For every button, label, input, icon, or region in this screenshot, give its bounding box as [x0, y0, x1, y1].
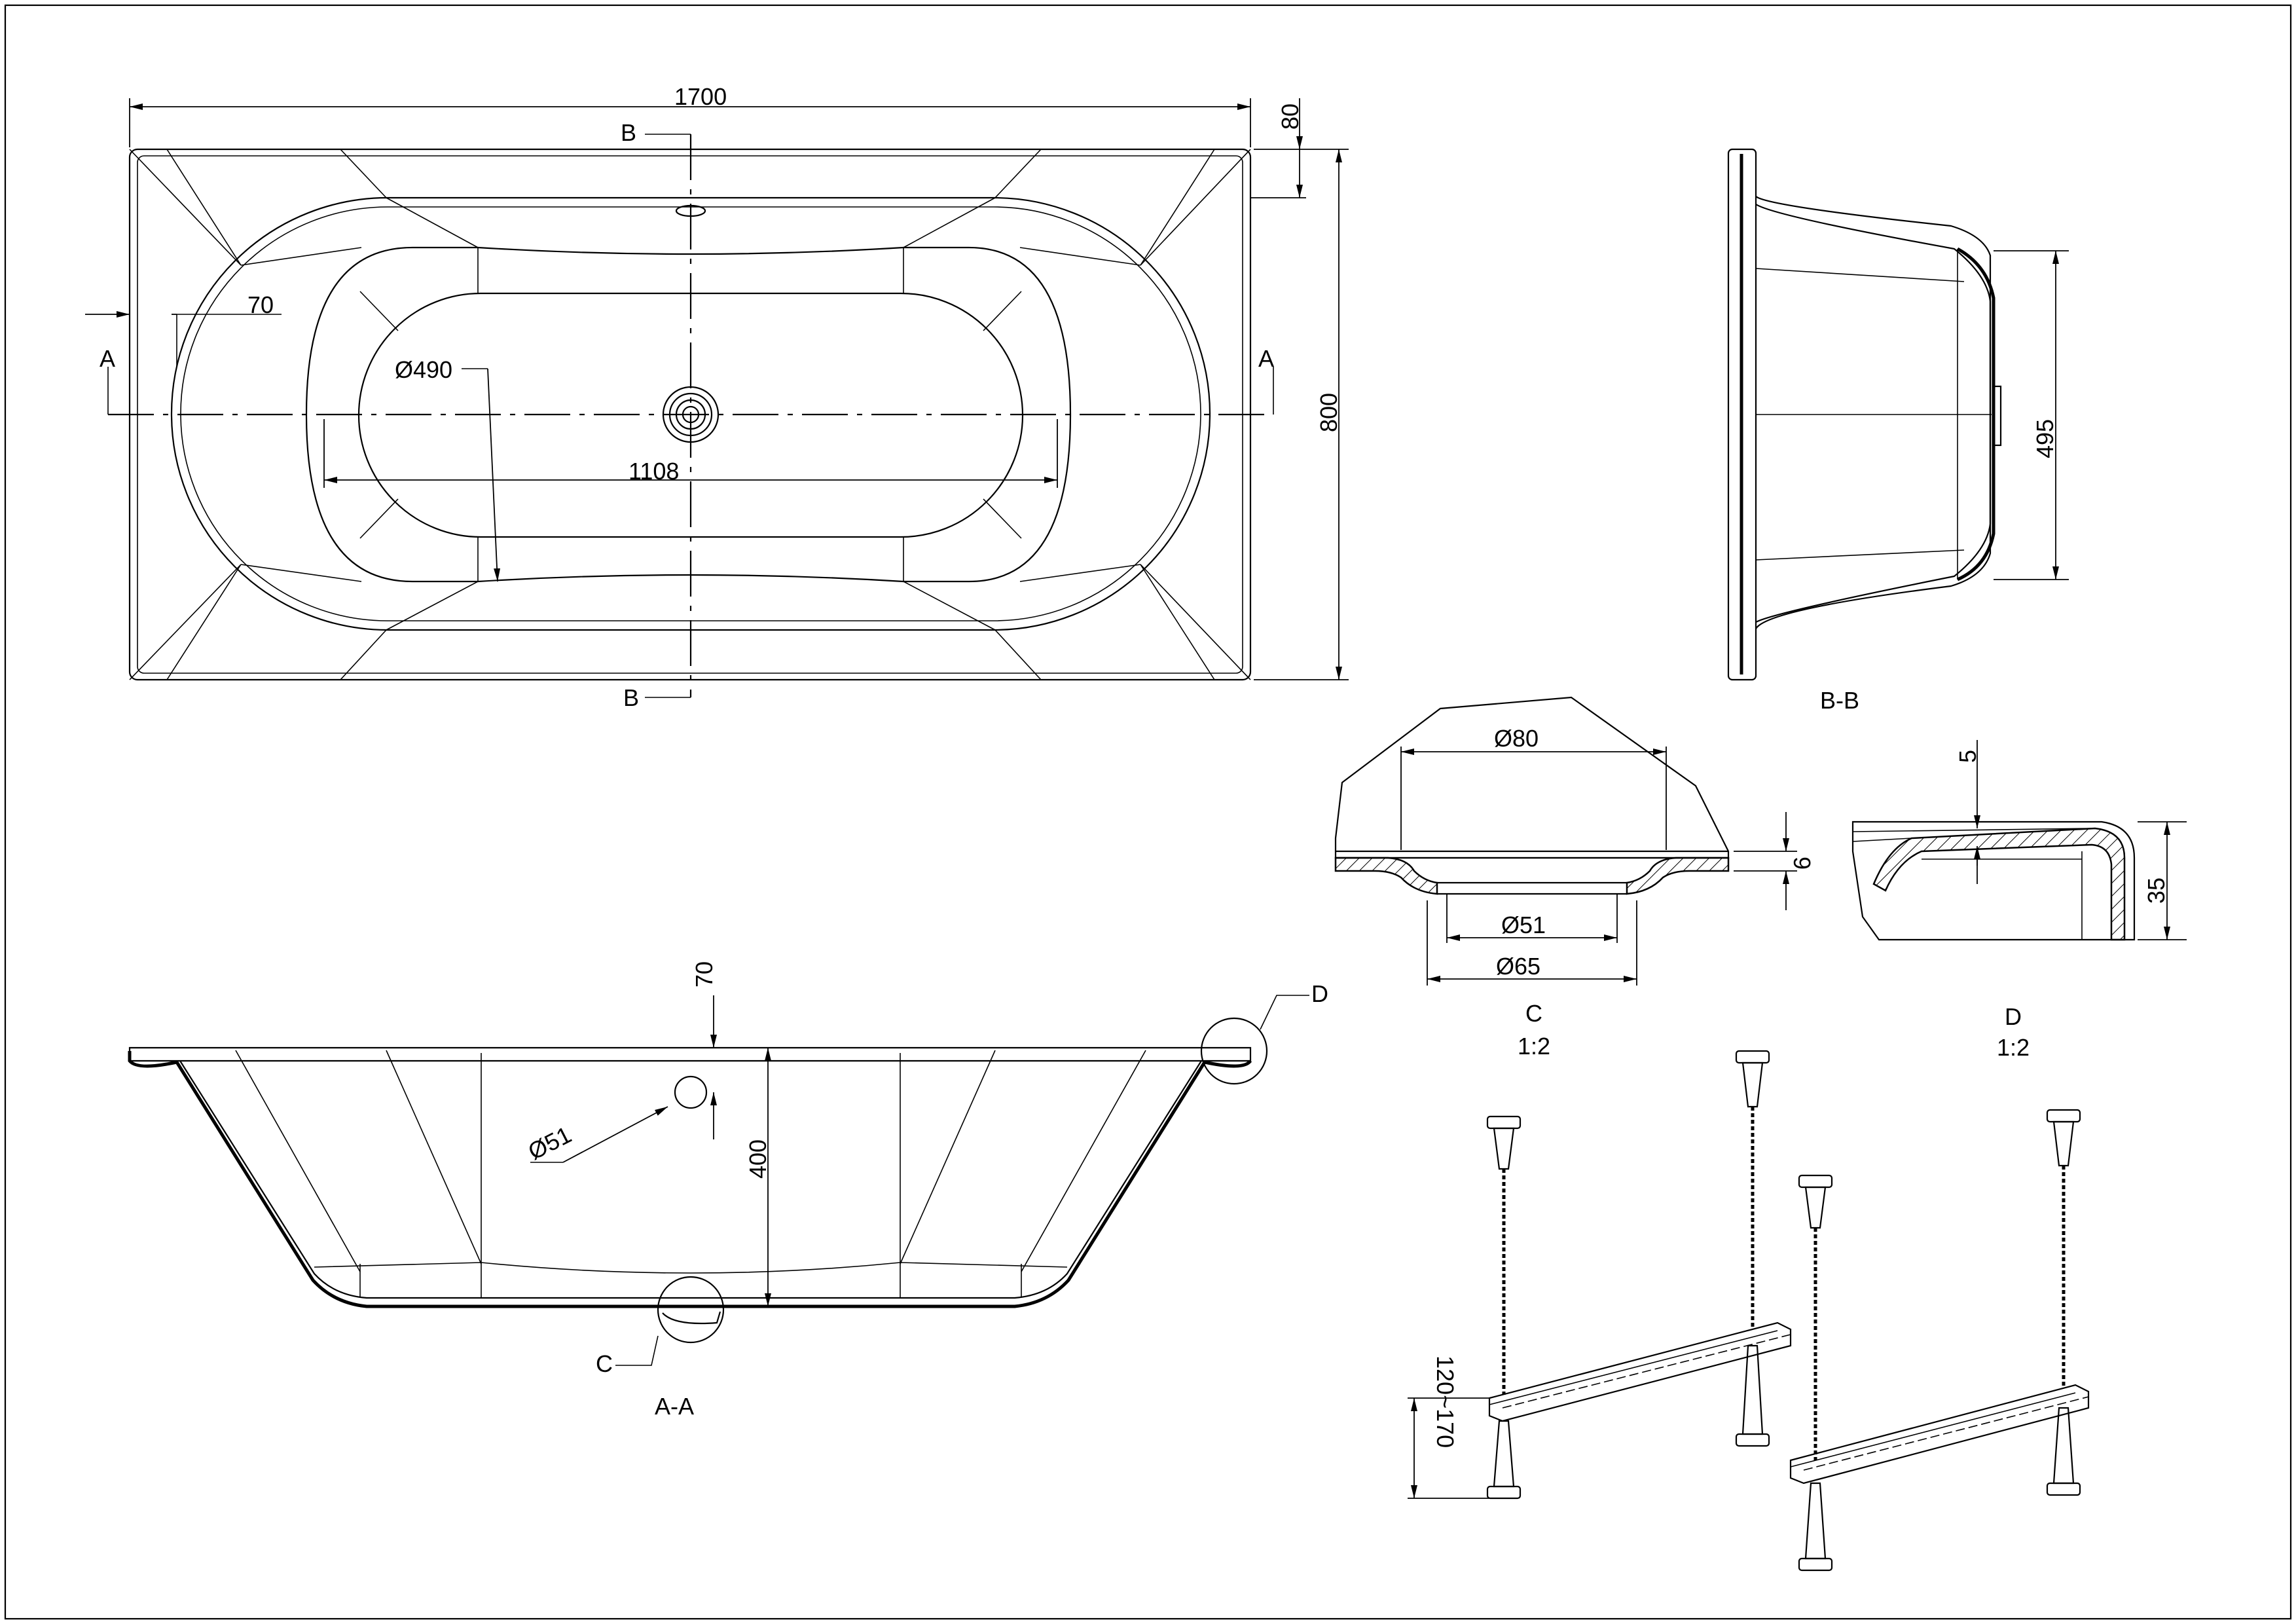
detail-d-scale: 1:2: [1997, 1034, 2030, 1061]
section-aa: Ø51 70 400 C D A-A: [128, 961, 1328, 1420]
callout-c: C: [596, 1350, 613, 1377]
aa-rim-dim: 70: [691, 961, 718, 987]
rim-section-hatch: [1872, 827, 2126, 941]
detail-c-title: C: [1525, 1000, 1542, 1027]
section-b-top-label: B: [621, 119, 636, 146]
detail-d-title: D: [2005, 1003, 2022, 1030]
detail-c-inner-dim: Ø51: [1501, 912, 1546, 938]
dim-edge: 70: [247, 291, 274, 318]
detail-c-thickness-dim: 9: [1789, 857, 1815, 870]
section-b-bottom-label: B: [623, 684, 639, 711]
detail-c: Ø80 Ø51 Ø65 9 C 1:2: [1334, 696, 1815, 1060]
detail-c-outer-dim: Ø65: [1496, 953, 1540, 980]
aa-overflow-icon: [674, 1075, 708, 1109]
top-view: B B A A 1700 800 80 70 Ø490 1: [85, 83, 1349, 711]
dim-length: 1700: [674, 83, 727, 110]
section-a-left-label: A: [100, 345, 115, 372]
section-a-right-label: A: [1258, 345, 1274, 372]
aa-rim-outline: [128, 1046, 1252, 1062]
section-bb: 495 B-B: [1727, 148, 2069, 714]
detail-d-wall-dim: 5: [1954, 750, 1981, 763]
detail-c-top-dim: Ø80: [1494, 725, 1539, 752]
dim-floor: 1108: [629, 458, 679, 485]
aa-overflow-dim: Ø51: [524, 1121, 575, 1165]
leg-frames: 120~170: [1408, 1050, 2090, 1572]
dim-bowl-diameter: Ø490: [395, 356, 452, 383]
aa-depth-dim: 400: [744, 1139, 771, 1179]
detail-c-scale: 1:2: [1518, 1033, 1550, 1060]
detail-d-height-dim: 35: [2143, 877, 2170, 904]
bb-height-dim: 495: [2032, 419, 2058, 458]
legs-adjust-dim: 120~170: [1432, 1356, 1459, 1448]
callout-d: D: [1311, 980, 1328, 1007]
dim-width: 800: [1315, 393, 1342, 432]
section-aa-title: A-A: [655, 1393, 694, 1420]
dim-rim: 80: [1277, 103, 1303, 130]
section-bb-title: B-B: [1820, 687, 1859, 714]
sheet-border: [4, 4, 2292, 1620]
drain-section-hatch: [1334, 857, 1438, 895]
detail-d: 5 35 D 1:2: [1851, 740, 2187, 1061]
